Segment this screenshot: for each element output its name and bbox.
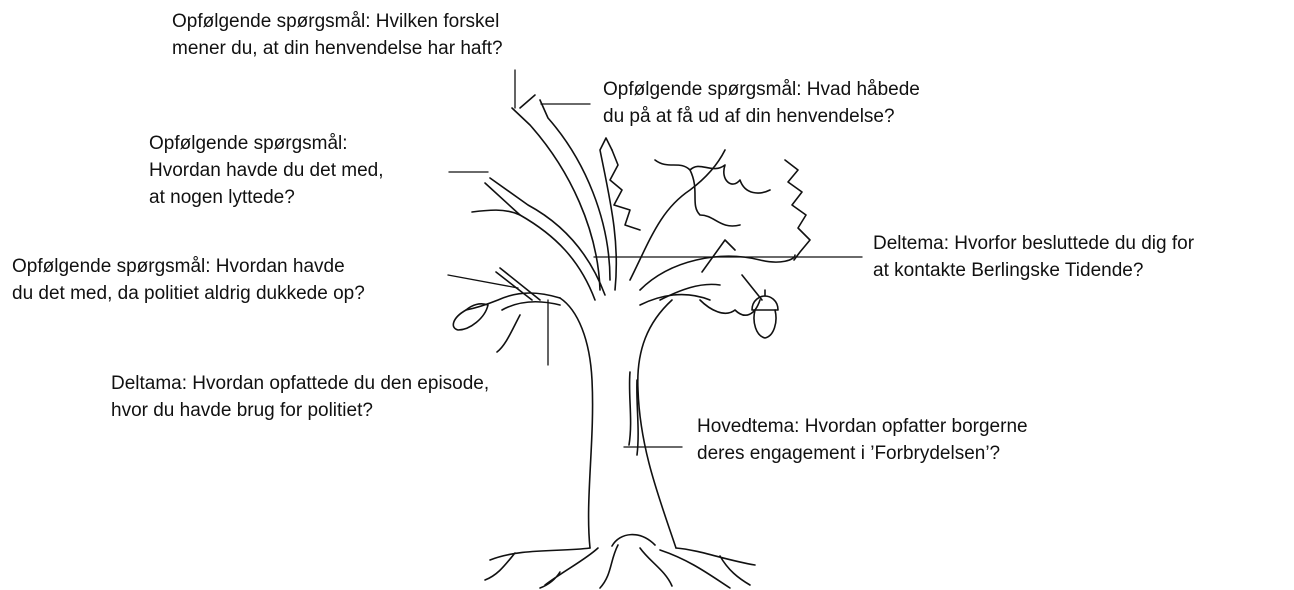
tree-trunk — [559, 297, 677, 549]
upper-left-branch — [471, 177, 606, 301]
label-text: Hovedtema: Hvordan opfatter borgerne — [697, 416, 1028, 437]
label-text: Deltama: Hvordan opfattede du den episod… — [111, 373, 490, 394]
tree-roots — [484, 533, 756, 589]
label-subtheme-berlingske: Deltema: Hvorfor besluttede du dig for a… — [873, 230, 1194, 284]
label-text: Opfølgende spørgsmål: Hvordan havde — [12, 256, 345, 277]
label-main-theme: Hovedtema: Hvordan opfatter borgerne der… — [697, 413, 1028, 467]
label-text: at kontakte Berlingske Tidende? — [873, 260, 1144, 281]
label-followup-police-never: Opfølgende spørgsmål: Hvordan havde du d… — [12, 253, 365, 307]
label-text: deres engagement i ’Forbrydelsen’? — [697, 443, 1001, 464]
label-text: at nogen lyttede? — [149, 187, 295, 208]
label-text: hvor du havde brug for politiet? — [111, 400, 373, 421]
label-text: Deltema: Hvorfor besluttede du dig for — [873, 233, 1195, 254]
label-text: mener du, at din henvendelse har haft? — [172, 38, 503, 59]
label-text: du det med, da politiet aldrig dukkede o… — [12, 283, 365, 304]
label-text: Opfølgende spørgsmål: Hvilken forskel — [172, 11, 500, 32]
label-followup-listened: Opfølgende spørgsmål: Hvordan havde du d… — [149, 130, 384, 211]
right-foliage — [599, 137, 811, 316]
label-followup-difference: Opfølgende spørgsmål: Hvilken forskel me… — [172, 8, 503, 62]
label-text: Opfølgende spørgsmål: — [149, 133, 348, 154]
top-branch — [511, 94, 611, 291]
leader-line-police — [447, 274, 519, 289]
label-text: Opfølgende spørgsmål: Hvad håbede — [603, 79, 920, 100]
leader-lines — [447, 69, 863, 448]
acorn-icon — [751, 289, 779, 339]
left-branch — [452, 267, 561, 353]
label-text: du på at få ud af din henvendelse? — [603, 106, 895, 127]
label-subtheme-episode: Deltama: Hvordan opfattede du den episod… — [111, 370, 489, 424]
label-text: Hvordan havde du det med, — [149, 160, 384, 181]
label-followup-hope: Opfølgende spørgsmål: Hvad håbede du på … — [603, 76, 920, 130]
